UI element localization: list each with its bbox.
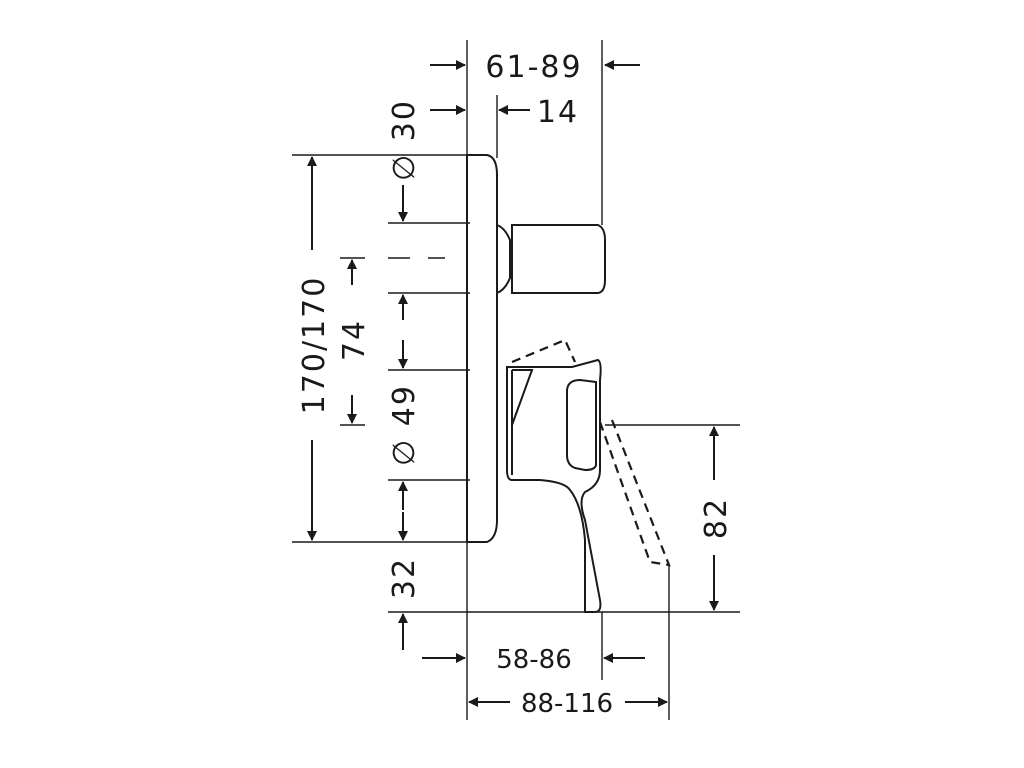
dimension-lines <box>307 60 719 707</box>
diverter-stem <box>496 224 511 294</box>
cover-plate <box>466 154 498 543</box>
dim-spacing-74: 74 <box>337 319 372 361</box>
dim-bottom-offset: 32 <box>387 557 422 599</box>
dim-lever-drop: 82 <box>699 497 734 539</box>
dim-cartridge-diameter: ∅ 49 <box>387 384 422 466</box>
dim-bottom-depth: 58-86 <box>496 645 572 675</box>
dim-top-width: 61-89 <box>485 50 582 85</box>
lever-recess <box>566 378 597 472</box>
cartridge-bevel <box>511 369 534 475</box>
lever-alt-positions <box>511 338 671 567</box>
dim-overall-depth: 88-116 <box>521 689 613 719</box>
dim-overall-height: 170/170 <box>297 276 332 415</box>
dim-diverter-diameter: ∅ 30 <box>387 99 422 181</box>
valve-body <box>466 154 606 613</box>
extension-lines <box>292 40 740 720</box>
diverter-knob <box>511 224 606 294</box>
lever-body <box>506 358 602 613</box>
dim-top-offset: 14 <box>537 95 579 130</box>
